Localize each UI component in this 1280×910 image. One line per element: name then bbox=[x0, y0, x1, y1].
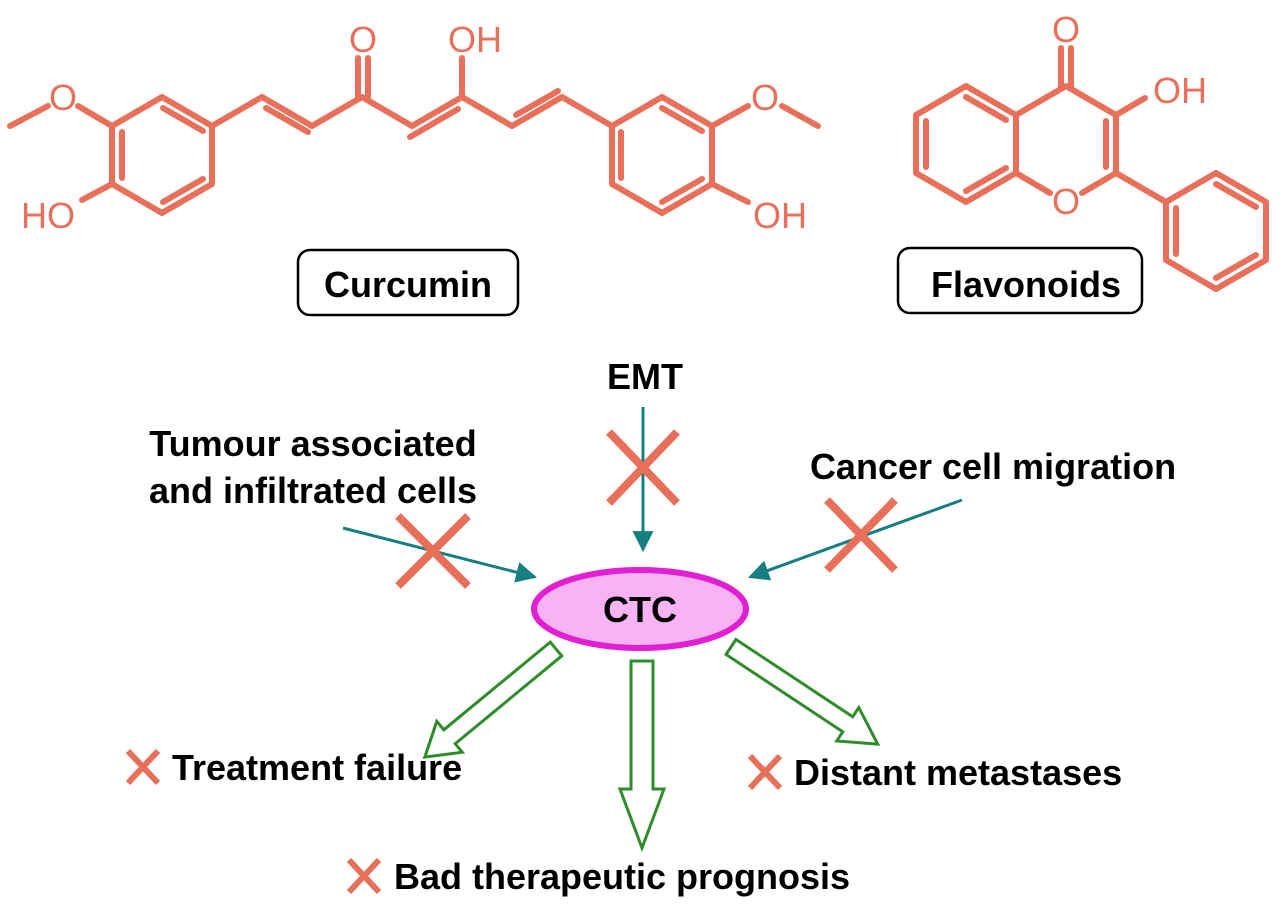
bond bbox=[779, 103, 821, 129]
curcumin-label: Curcumin bbox=[296, 248, 520, 317]
tumour-label-line1: Tumour associated bbox=[149, 423, 476, 464]
curcumin-left-oh: HO bbox=[21, 195, 75, 236]
flavonoid-name: Flavonoids bbox=[931, 264, 1121, 305]
tumour-inhibit-cross bbox=[395, 513, 471, 589]
bond bbox=[513, 88, 561, 118]
metastases-arrow bbox=[723, 637, 881, 746]
prognosis-label: Bad therapeutic prognosis bbox=[394, 856, 850, 897]
curcumin-right-methoxy-o: O bbox=[751, 77, 779, 118]
bond bbox=[963, 94, 1009, 123]
bond bbox=[709, 181, 751, 205]
bond bbox=[1113, 95, 1148, 118]
bond bbox=[1213, 252, 1259, 281]
metastases-cross-icon bbox=[747, 753, 783, 791]
bond bbox=[79, 181, 115, 203]
flavonoid-phenyl-ring bbox=[1163, 170, 1269, 292]
bond bbox=[709, 103, 751, 129]
bond bbox=[1013, 170, 1053, 196]
flavonoid-structure: O OH O bbox=[913, 9, 1269, 292]
curcumin-keto-o: O bbox=[349, 19, 377, 60]
bond bbox=[1113, 170, 1169, 205]
bond bbox=[263, 105, 311, 135]
ctc-ellipse bbox=[531, 567, 749, 651]
migration-label: Cancer cell migration bbox=[810, 446, 1176, 487]
bond bbox=[7, 103, 51, 129]
flavonoid-label-box bbox=[896, 246, 1144, 315]
bond bbox=[963, 165, 1009, 194]
bond bbox=[1079, 170, 1119, 196]
treatment-cross-icon bbox=[125, 748, 161, 786]
emt-inhibit-cross bbox=[606, 429, 680, 506]
tumour-label-line2: and infiltrated cells bbox=[149, 470, 477, 511]
bond bbox=[659, 176, 705, 205]
ctc-label: CTC bbox=[603, 589, 677, 630]
curcumin-left-methoxy-o: O bbox=[49, 77, 77, 118]
ctc-node: CTC bbox=[531, 567, 749, 651]
migration-inhibit-cross bbox=[824, 497, 898, 573]
curcumin-name: Curcumin bbox=[324, 264, 492, 305]
bond bbox=[160, 176, 206, 205]
flavonoid-pyranone bbox=[1013, 83, 1119, 176]
flavonoid-oh: OH bbox=[1153, 70, 1207, 111]
bond bbox=[160, 105, 206, 134]
curcumin-chain bbox=[209, 94, 615, 129]
prognosis-cross-icon bbox=[346, 857, 382, 895]
flavonoid-benzo-ring bbox=[913, 83, 1019, 205]
curcumin-structure: O OH O O HO OH bbox=[7, 19, 821, 236]
treatment-arrow bbox=[422, 639, 564, 759]
metastases-label: Distant metastases bbox=[794, 752, 1122, 793]
bond bbox=[407, 106, 461, 140]
flavonoid-keto-o: O bbox=[1052, 9, 1080, 50]
curcumin-label-box bbox=[296, 248, 520, 317]
curcumin-left-ring bbox=[109, 94, 215, 216]
bond bbox=[1213, 181, 1259, 210]
curcumin-right-oh: OH bbox=[753, 195, 807, 236]
curcumin-enol-oh: OH bbox=[448, 19, 502, 60]
prognosis-arrow bbox=[617, 659, 667, 853]
bond bbox=[75, 103, 115, 129]
curcumin-right-ring bbox=[609, 94, 715, 216]
flavonoid-label: Flavonoids bbox=[896, 246, 1144, 315]
treatment-label: Treatment failure bbox=[172, 747, 462, 788]
emt-label: EMT bbox=[607, 356, 683, 397]
flavonoid-ring-o: O bbox=[1052, 181, 1080, 222]
bond bbox=[659, 105, 705, 134]
